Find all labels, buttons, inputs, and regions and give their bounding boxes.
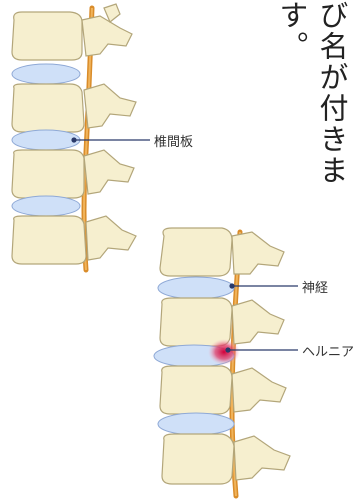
vertebra [162,434,290,484]
vertebra [12,216,136,264]
disc-leader-dot [71,137,76,142]
hernia-bulge [208,339,240,365]
vertebra [12,84,136,132]
nerve-leader-dot [229,283,234,288]
disc-label: 椎間板 [154,131,193,150]
vertebra [160,298,284,346]
intervertebral-disc [12,196,80,216]
hernia-label: ヘルニア [302,341,354,360]
hernia-leader-dot [225,347,230,352]
vertebra [160,366,286,414]
intervertebral-disc-labeled [12,130,80,150]
vertical-caption-text: び名が付きます。 [310,0,352,230]
healthy-spine [12,4,150,270]
vertebra [12,4,132,60]
vertebra [160,228,284,276]
nerve-label: 神経 [302,277,328,296]
intervertebral-disc [12,64,80,84]
intervertebral-disc [158,413,234,435]
vertebra [12,150,134,198]
intervertebral-disc [158,277,234,299]
herniated-spine [154,228,298,496]
